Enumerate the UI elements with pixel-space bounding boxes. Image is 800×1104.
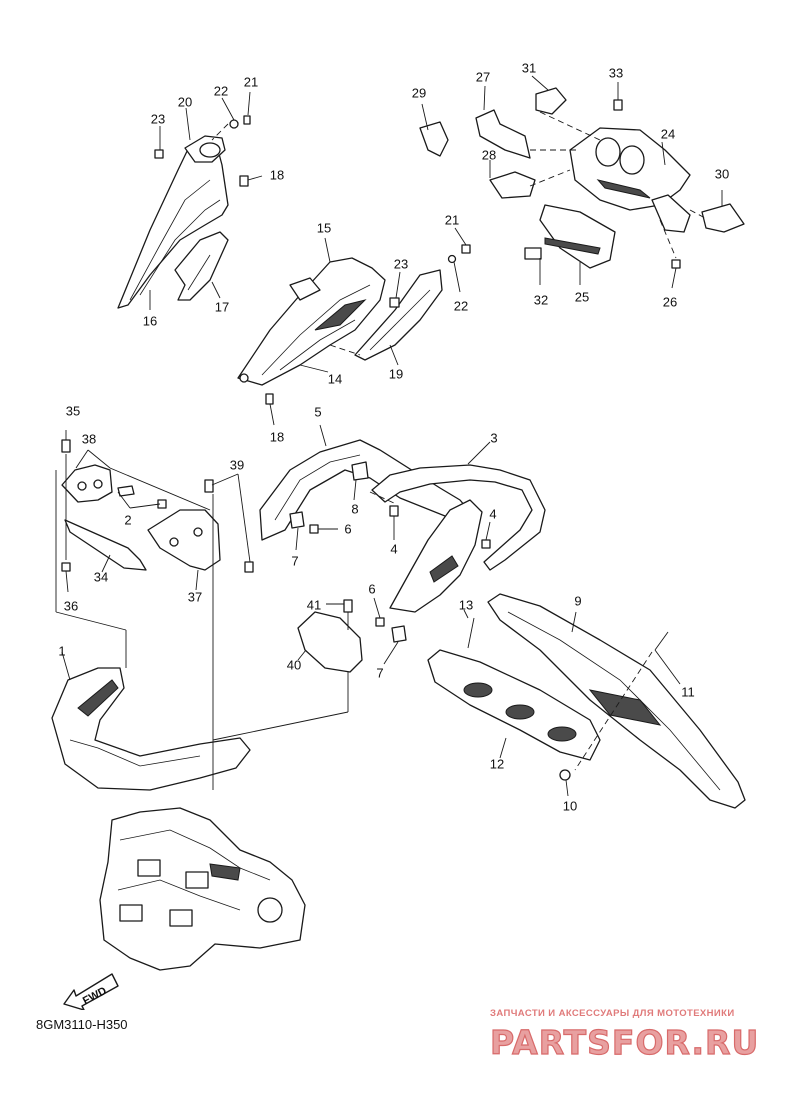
callout-32: 32 [533,292,549,308]
callout-41: 41 [306,597,322,613]
callout-33: 33 [608,65,624,81]
callout-4b: 4 [390,541,398,557]
callout-39: 39 [229,457,245,473]
callout-21b: 21 [444,212,460,228]
callout-3: 3 [490,430,498,446]
callout-14: 14 [327,371,343,387]
callout-26: 26 [662,294,678,310]
watermark-brand: PARTSFOR.RU [490,1023,759,1060]
callout-37: 37 [187,589,203,605]
callout-38: 38 [81,431,97,447]
callout-21: 21 [243,74,259,90]
callout-20: 20 [177,94,193,110]
part-38-bracket [61,449,211,511]
part-4-6-7-fasteners [309,491,491,665]
callout-7: 7 [291,553,299,569]
callout-24: 24 [660,126,676,142]
callout-12: 12 [489,756,505,772]
forward-arrow-icon: FWD [63,973,119,1010]
callout-6: 6 [344,521,352,537]
callout-31: 31 [521,60,537,76]
callout-5: 5 [314,404,322,420]
callout-2: 2 [124,512,132,528]
part-5-inner-panel [259,424,471,551]
fwd-label: FWD [81,985,109,1007]
callout-23b: 23 [393,256,409,272]
callout-9: 9 [574,593,582,609]
frame-assembly [99,807,306,971]
part-16-side-cowl [117,135,229,309]
callout-15: 15 [316,220,332,236]
callout-16: 16 [142,313,158,329]
callout-8: 8 [351,501,359,517]
callout-22: 22 [213,83,229,99]
part-24-meter-housing [569,127,691,211]
callout-1: 1 [58,643,66,659]
part-35-36-bolts [55,430,127,631]
callout-17: 17 [214,299,230,315]
part-37-bracket [117,473,254,740]
part-34-stay [64,519,147,573]
callout-10: 10 [562,798,578,814]
parts-27-33-small [419,75,745,285]
callout-25: 25 [574,289,590,305]
callout-4: 4 [489,506,497,522]
fasteners-upper-center [265,227,471,426]
callout-28: 28 [481,147,497,163]
part-12-lower-panel [427,649,601,761]
callout-29: 29 [411,85,427,101]
part-25-bracket [539,204,616,285]
parts-10-11-13 [463,609,681,797]
callout-13: 13 [458,597,474,613]
part-9-lower-panel [487,593,746,809]
part-14-15-upper-cowl [237,237,386,386]
fasteners-upper-left [149,91,263,310]
watermark-tagline: ЗАПЧАСТИ И АКСЕССУАРЫ ДЛЯ МОТОТЕХНИКИ [490,1008,735,1019]
diagram-code: 8GM3110-H350 [36,1017,128,1032]
callout-23: 23 [150,111,166,127]
callout-7b: 7 [376,665,384,681]
part-outer-side-cowl [389,499,483,613]
part-40-lens [212,599,363,741]
callout-34: 34 [93,569,109,585]
part-1-front-cowl [51,630,251,791]
callout-30: 30 [714,166,730,182]
part-3-guard-bar [371,441,546,571]
part-17-panel [174,231,229,301]
callout-18b: 18 [269,429,285,445]
callout-35: 35 [65,403,81,419]
part-19-side-panel [329,269,443,366]
callout-40: 40 [286,657,302,673]
callout-19: 19 [388,366,404,382]
callout-11: 11 [681,684,695,700]
callout-27: 27 [475,69,491,85]
callout-18: 18 [269,167,285,183]
callout-6b: 6 [368,581,376,597]
callout-36: 36 [63,598,79,614]
watermark-logo: PARTSFOR.RU [489,1022,759,1060]
callout-22b: 22 [453,298,469,314]
part-26-bolt [651,194,691,289]
